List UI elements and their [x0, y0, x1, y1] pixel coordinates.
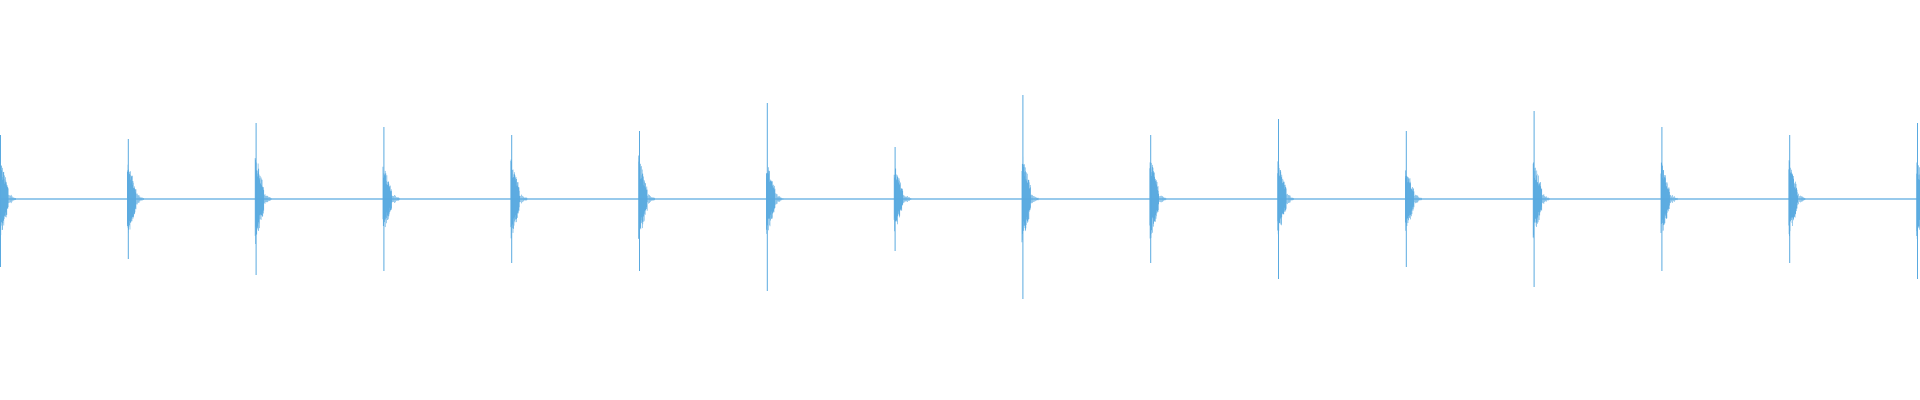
waveform-burst-10 — [1149, 135, 1168, 263]
waveform-burst-16 — [1916, 123, 1920, 279]
waveform-burst-9 — [1021, 95, 1040, 299]
waveform-burst-8 — [893, 147, 912, 251]
waveform-burst-14 — [1660, 127, 1679, 271]
waveform-burst-11 — [1277, 119, 1295, 279]
waveform-bursts — [0, 95, 1920, 299]
waveform-burst-7 — [765, 103, 784, 291]
waveform-burst-1 — [0, 135, 17, 267]
waveform-burst-3 — [254, 123, 273, 275]
waveform-burst-2 — [127, 139, 145, 259]
waveform-burst-12 — [1405, 131, 1423, 267]
waveform-burst-6 — [638, 131, 656, 271]
waveform-burst-4 — [382, 127, 401, 271]
waveform-burst-15 — [1788, 135, 1807, 263]
waveform-burst-13 — [1532, 111, 1551, 287]
waveform-burst-5 — [510, 135, 529, 263]
